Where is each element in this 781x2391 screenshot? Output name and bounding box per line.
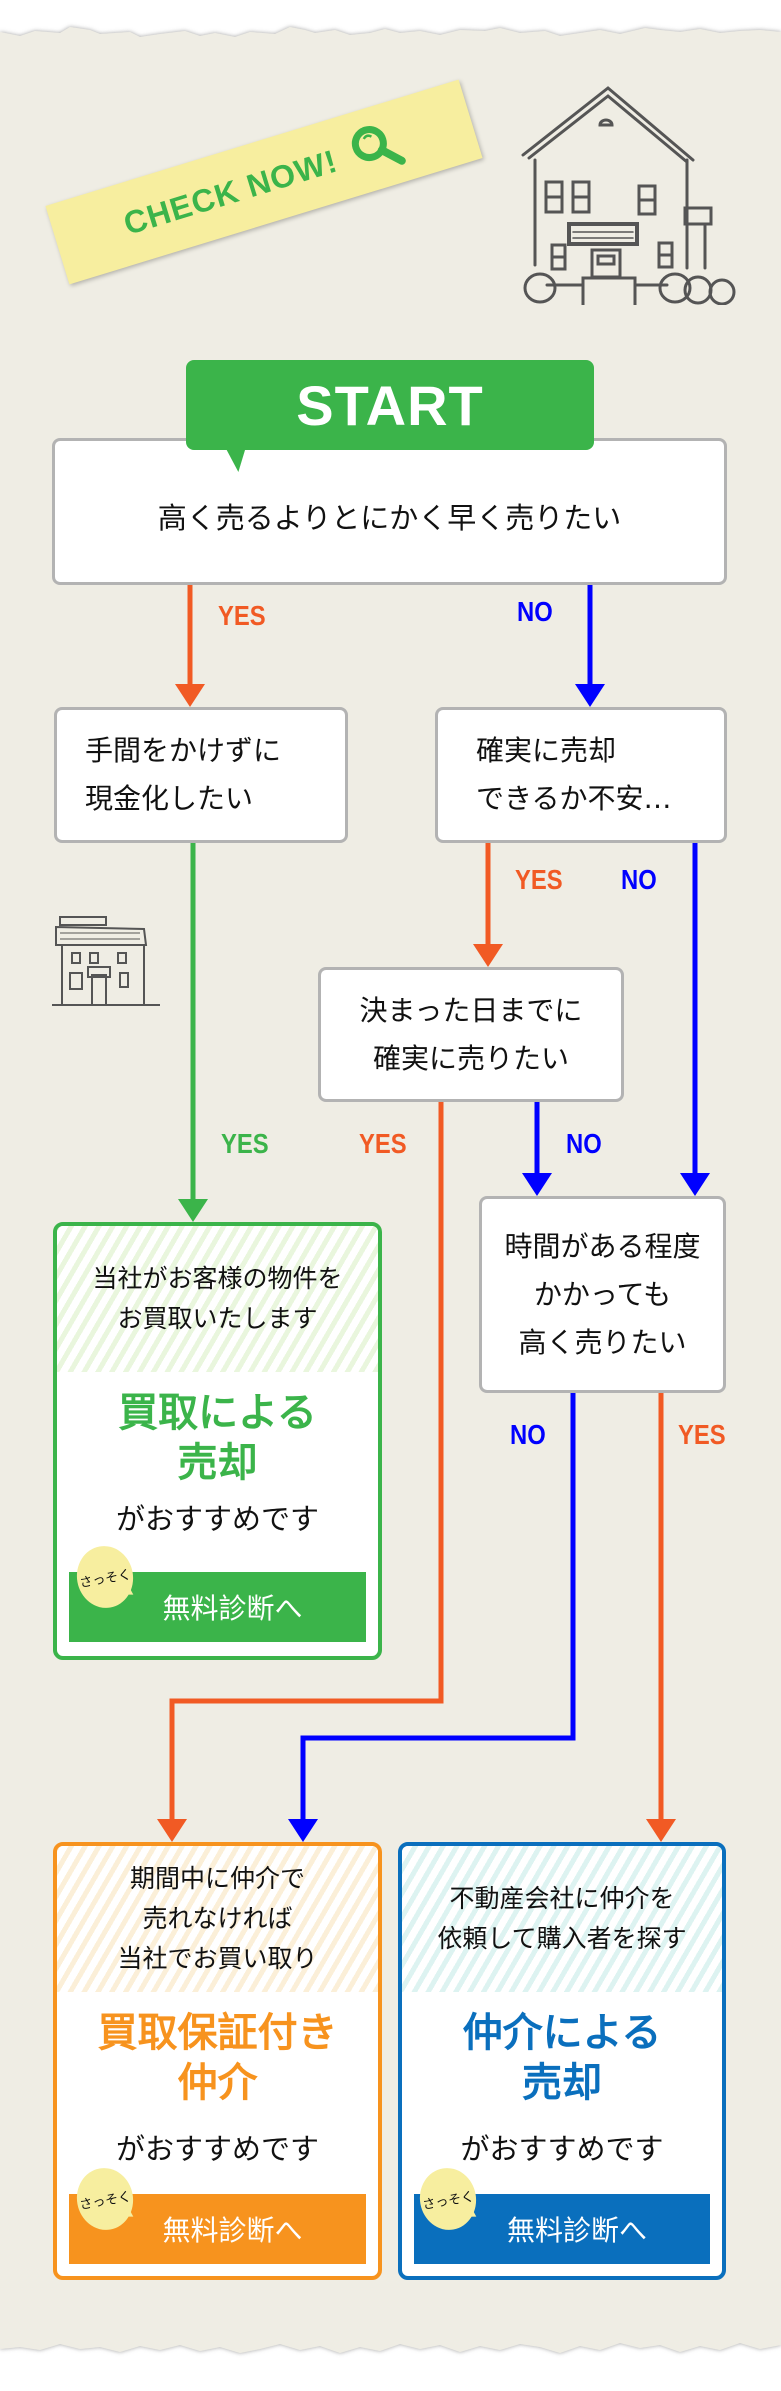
result-card-kaitori: 当社がお客様の物件を お買取いたします 買取による 売却 がおすすめです 無料診… bbox=[53, 1222, 382, 1660]
right-no-label: NO bbox=[621, 864, 657, 895]
arrow-mid-yes bbox=[157, 1102, 444, 1842]
result-chukai-title: 仲介による 売却 bbox=[462, 2010, 662, 2106]
magnifier-icon bbox=[351, 126, 406, 165]
arrow-time-no bbox=[288, 1393, 576, 1842]
question-box-mid: 決まった日までに 確実に売りたい bbox=[318, 967, 624, 1102]
question-time-text: 時間がある程度 かかっても 高く売りたい bbox=[504, 1229, 701, 1359]
result-hosho-recommend: がおすすめです bbox=[115, 2132, 319, 2166]
mid-yes-label: YES bbox=[359, 1128, 407, 1159]
free-diagnosis-label: 無料診断へ bbox=[162, 1592, 303, 1625]
question-mid-text: 決まった日までに 確実に売りたい bbox=[359, 993, 583, 1075]
arrow-right-no bbox=[680, 843, 710, 1196]
free-diagnosis-label: 無料診断へ bbox=[162, 2214, 303, 2247]
result-card-chukai: 不動産会社に仲介を 依頼して購入者を探す 仲介による 売却 がおすすめです 無料… bbox=[398, 1842, 726, 2280]
result-chukai-recommend: がおすすめです bbox=[460, 2132, 664, 2166]
arrow-start-yes bbox=[175, 585, 205, 707]
free-diagnosis-label: 無料診断へ bbox=[506, 2214, 647, 2247]
question-right-text: 確実に売却 できるか不安… bbox=[476, 734, 672, 815]
result-kaitori-title: 買取による 売却 bbox=[118, 1390, 317, 1486]
time-yes-label: YES bbox=[678, 1419, 726, 1450]
start-question-box: 高く売るよりとにかく早く売りたい bbox=[52, 438, 727, 585]
result-chukai-description: 不動産会社に仲介を 依頼して購入者を探す bbox=[402, 1846, 722, 1992]
result-kaitori-description: 当社がお客様の物件を お買取いたします bbox=[57, 1226, 378, 1372]
question-box-time: 時間がある程度 かかっても 高く売りたい bbox=[479, 1196, 726, 1393]
left-yes-label: YES bbox=[221, 1128, 269, 1159]
result-card-hosho: 期間中に仲介で 売れなければ 当社でお買い取り 買取保証付き 仲介 がおすすめで… bbox=[53, 1842, 382, 2280]
question-box-right: 確実に売却 できるか不安… bbox=[435, 707, 727, 843]
start-yes-label: YES bbox=[218, 600, 266, 631]
right-yes-label: YES bbox=[515, 864, 563, 895]
small-house-sketch-icon bbox=[52, 916, 160, 1006]
arrow-start-no bbox=[575, 585, 605, 707]
question-left-text: 手間をかけずに 現金化したい bbox=[85, 734, 282, 815]
start-tab: START bbox=[186, 360, 594, 450]
result-kaitori-recommend: がおすすめです bbox=[115, 1502, 319, 1536]
arrow-right-yes bbox=[473, 843, 503, 967]
result-hosho-title: 買取保証付き 仲介 bbox=[97, 2010, 338, 2106]
arrow-mid-no bbox=[522, 1102, 552, 1196]
start-label: START bbox=[296, 373, 484, 437]
question-box-left: 手間をかけずに 現金化したい bbox=[54, 707, 348, 843]
result-hosho-description: 期間中に仲介で 売れなければ 当社でお買い取り bbox=[57, 1846, 378, 1992]
check-now-sticker: CHECK NOW! bbox=[45, 79, 483, 285]
mid-no-label: NO bbox=[566, 1128, 602, 1159]
arrow-left-yes bbox=[178, 843, 208, 1222]
house-sketch-icon bbox=[521, 86, 736, 305]
time-no-label: NO bbox=[510, 1419, 546, 1450]
start-question-text: 高く売るよりとにかく早く売りたい bbox=[157, 500, 622, 535]
start-no-label: NO bbox=[517, 596, 553, 627]
arrow-time-yes bbox=[646, 1393, 676, 1842]
